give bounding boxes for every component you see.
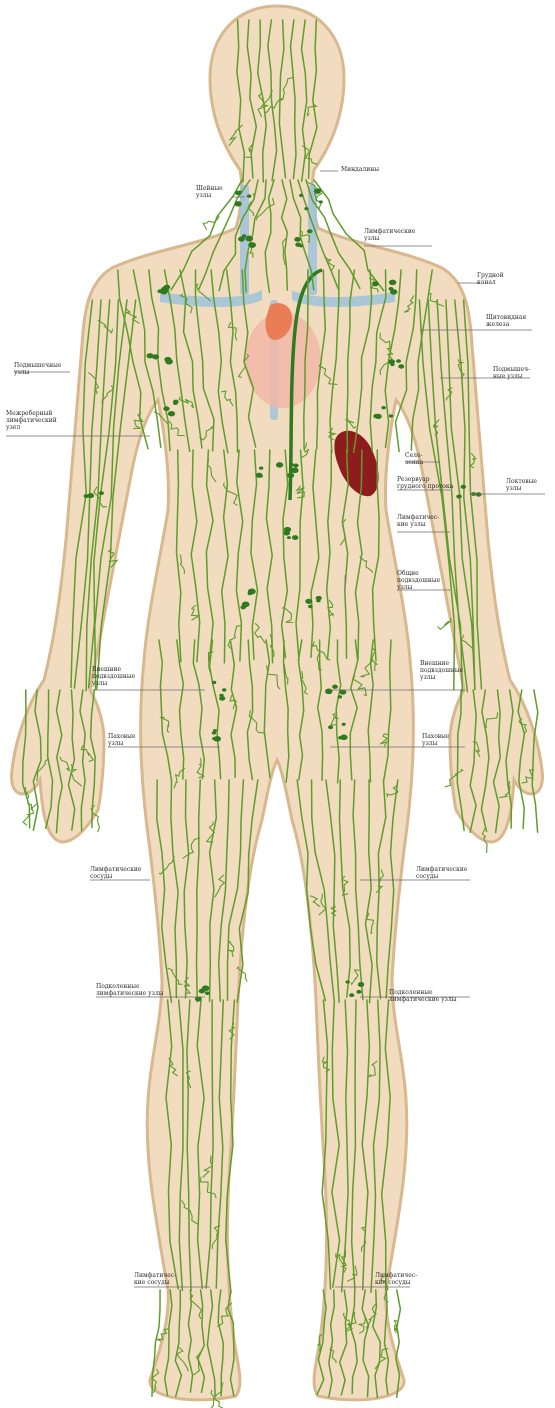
lymph-node xyxy=(316,596,322,601)
lymph-node xyxy=(396,359,401,363)
lymph-node xyxy=(222,688,226,691)
label-popliteal-left: Подколенные лимфатические узлы xyxy=(96,983,164,997)
lymph-node xyxy=(84,494,89,498)
lymph-node xyxy=(202,985,210,991)
lymph-node xyxy=(372,281,379,286)
label-popliteal-right: Подколенные лимфатические узлы xyxy=(389,989,457,1003)
lymph-node xyxy=(398,364,404,368)
lymph-node xyxy=(299,194,303,197)
lymph-node xyxy=(325,689,332,695)
lymph-node xyxy=(390,363,394,366)
lymph-node xyxy=(319,200,323,203)
lymph-node xyxy=(152,354,159,359)
lymph-node xyxy=(295,242,301,246)
lymph-node xyxy=(248,242,256,248)
lymph-node xyxy=(212,681,216,684)
lymph-node xyxy=(245,236,253,242)
lymph-node xyxy=(287,536,291,539)
lymph-node xyxy=(287,473,294,478)
lymph-node xyxy=(291,468,299,474)
label-vessels-shin-right: Лимфатичес- кие сосуды xyxy=(375,1272,417,1286)
lymph-node xyxy=(235,191,241,196)
body-silhouette xyxy=(12,6,543,1400)
lymph-node xyxy=(332,685,338,689)
lymph-node xyxy=(292,535,298,540)
lymph-node xyxy=(163,406,169,411)
label-lymphatic-nodes-neck: Лимфатические узлы xyxy=(364,228,415,242)
label-axillary-nodes-left: Подмышечные узлы xyxy=(14,362,61,376)
lymph-node xyxy=(259,467,263,470)
lymph-node xyxy=(314,188,322,194)
label-external-iliac-left: Внешние подвздошные узлы xyxy=(92,666,135,687)
lymph-node xyxy=(338,695,342,698)
label-vessels-shin-left: Лимфатичес- кие сосуды xyxy=(134,1272,176,1286)
label-inguinal-left: Паховые узлы xyxy=(108,733,136,747)
label-thymus: Щитовидная железа xyxy=(486,314,526,328)
lymph-node xyxy=(456,495,461,499)
lymph-node xyxy=(238,236,245,241)
lymph-node xyxy=(212,737,216,740)
lymph-node xyxy=(305,599,312,604)
lymph-node xyxy=(247,194,252,198)
lymph-node xyxy=(328,725,333,729)
label-thoracic-duct: Грудной канал xyxy=(477,272,504,286)
lymph-node xyxy=(248,589,256,595)
label-external-iliac-right: Внешние подвздошные узлы xyxy=(420,660,463,681)
lymph-node xyxy=(349,993,354,997)
lymph-node xyxy=(212,731,216,734)
lymph-node xyxy=(358,982,364,987)
lymph-node xyxy=(99,491,104,495)
label-vessels-thigh-left: Лимфатические сосуды xyxy=(90,866,141,880)
lymph-node xyxy=(390,289,397,294)
lymph-node xyxy=(307,229,313,233)
lymph-node xyxy=(235,201,242,206)
label-lumbar-nodes: Лимфатичес- кие узлы xyxy=(397,514,439,528)
lymph-node xyxy=(342,723,346,726)
lymph-node xyxy=(373,414,379,419)
lymph-node xyxy=(294,237,300,242)
lymph-node xyxy=(289,463,294,466)
label-vessels-thigh-right: Лимфатические сосуды xyxy=(416,866,467,880)
lymph-node xyxy=(164,357,171,362)
label-cervical-nodes: Шейные узлы xyxy=(196,185,223,199)
label-inguinal-right: Паховые узлы xyxy=(422,733,450,747)
lymph-node xyxy=(219,696,225,701)
lymph-node xyxy=(240,605,246,609)
lymph-node xyxy=(308,605,313,608)
label-spleen: Селе- зенка xyxy=(405,452,423,466)
lymph-node xyxy=(345,980,349,983)
lymph-node xyxy=(276,462,283,468)
lymph-node xyxy=(476,492,482,496)
label-axillary-nodes-right: Подмышеч- ные узлы xyxy=(493,366,530,380)
lymph-node xyxy=(283,531,290,536)
lymph-node xyxy=(338,736,342,739)
lymph-node xyxy=(356,990,361,994)
label-cisterna-chyli: Резервуар грудного протока xyxy=(397,476,453,490)
lymph-node xyxy=(293,464,298,468)
lymph-node xyxy=(168,411,175,416)
label-intercostal-node: Межреберный лимфатический узел xyxy=(6,410,57,431)
lymph-node xyxy=(381,406,385,409)
label-common-iliac-nodes: Общие подвздошные узлы xyxy=(397,570,440,591)
lymph-node xyxy=(304,207,308,210)
lymph-node xyxy=(461,485,466,489)
lymph-node xyxy=(173,400,179,404)
lymph-node xyxy=(259,474,263,477)
label-tonsils: Миндалины xyxy=(341,166,379,173)
label-elbow-nodes: Локтевые узлы xyxy=(506,478,537,492)
lymph-node xyxy=(389,280,396,286)
lymph-node xyxy=(205,991,210,995)
lymph-node xyxy=(163,285,170,290)
lymph-node xyxy=(389,414,393,417)
